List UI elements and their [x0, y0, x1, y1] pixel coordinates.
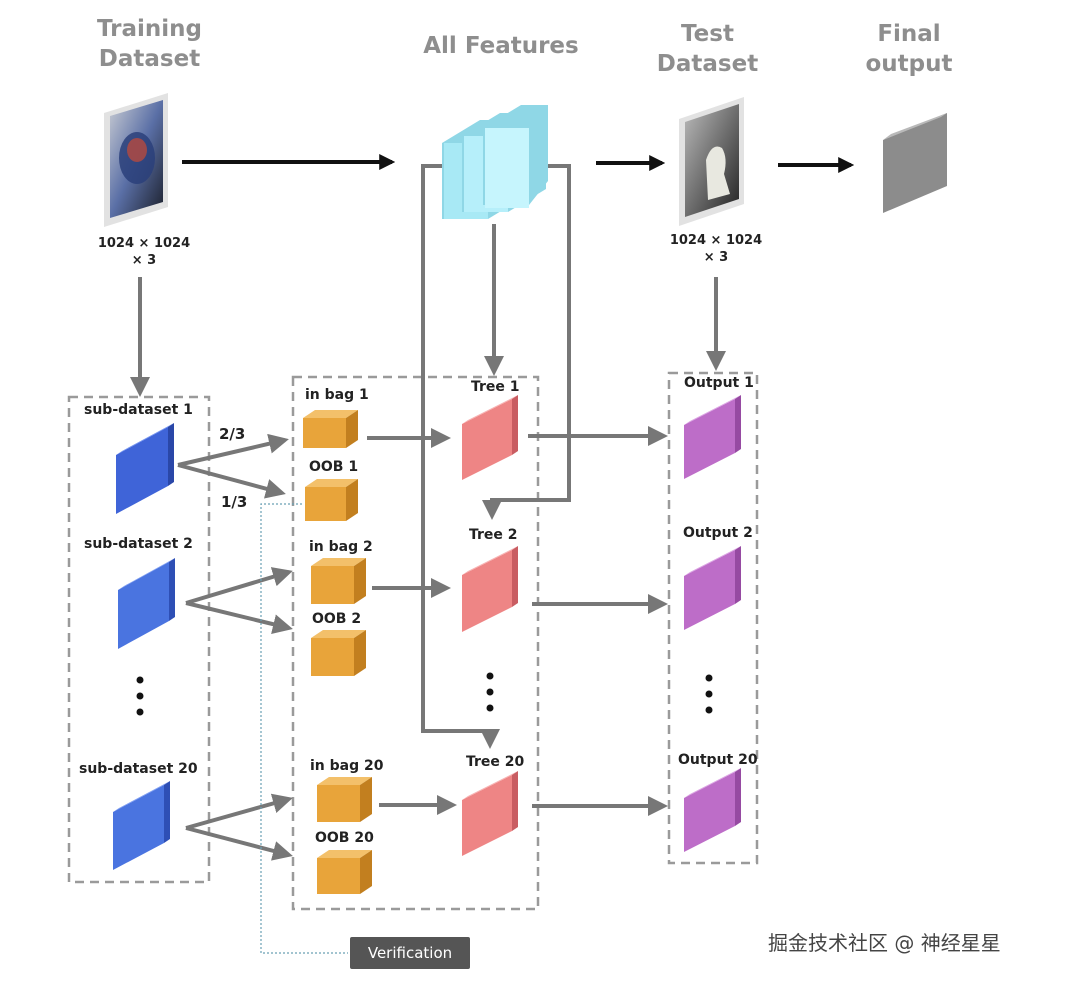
tree-label-2: Tree 2: [469, 527, 518, 543]
oob-label-2: OOB 2: [312, 611, 362, 627]
output-label-2: Output 2: [683, 525, 753, 541]
verification-label: Verification: [350, 937, 470, 969]
in-bag-box-20: [317, 777, 372, 822]
oob-box-20: [317, 850, 372, 894]
flow-arrows: [130, 164, 726, 861]
tree-label-1: Tree 1: [471, 379, 520, 395]
tree-block-20: [462, 771, 518, 856]
tree-block-1: [462, 395, 518, 480]
output-block-20: [684, 768, 741, 852]
tree-block-2: [462, 546, 518, 632]
in-bag-label-1: in bag 1: [305, 387, 369, 403]
in-bag-label-2: in bag 2: [309, 539, 373, 555]
header-final-output: Final output: [865, 21, 953, 77]
output-label-20: Output 20: [678, 752, 758, 768]
in-bag-label-20: in bag 20: [310, 758, 384, 774]
subdataset-label-2: sub-dataset 2: [84, 536, 193, 552]
subdataset-block-2: [118, 558, 175, 649]
header-test-dataset: Test Dataset: [656, 21, 759, 77]
header-training-dataset: Training Dataset: [96, 16, 202, 72]
final-output-block: [883, 113, 947, 213]
training-dimensions: 1024 × 1024 × 3: [97, 236, 191, 268]
subdataset-label-20: sub-dataset 20: [79, 761, 198, 777]
output-block-2: [684, 546, 741, 630]
oob-label-20: OOB 20: [315, 830, 374, 846]
tree-label-20: Tree 20: [466, 754, 525, 770]
bag-tree-group: [291, 375, 540, 911]
test-dimensions: 1024 × 1024 × 3: [669, 233, 763, 265]
ellipsis-dots-outputs: [705, 674, 713, 714]
oob-label-1: OOB 1: [309, 459, 359, 475]
in-bag-box-2: [311, 558, 366, 604]
subdataset-block-20: [113, 781, 170, 870]
training-dataset-image: [104, 93, 168, 227]
header-all-features: All Features: [423, 33, 579, 59]
all-features-stack: [442, 105, 548, 219]
watermark: 掘金技术社区 @ 神经星星: [768, 931, 1001, 955]
verification-dotted-line: [260, 503, 348, 954]
ellipsis-dots-trees: [486, 672, 494, 712]
oob-fraction: 1/3: [221, 493, 248, 511]
in-bag-box-1: [303, 410, 358, 448]
test-dataset-image: [679, 97, 744, 226]
subdataset-group: [67, 395, 211, 884]
subdataset-label-1: sub-dataset 1: [84, 402, 193, 418]
subdataset-block-1: [116, 423, 174, 514]
output-group: [667, 371, 759, 865]
ellipsis-dots-subdatasets: [136, 676, 144, 716]
output-label-1: Output 1: [684, 375, 754, 391]
output-block-1: [684, 395, 741, 479]
oob-box-2: [311, 630, 366, 676]
oob-box-1: [305, 479, 358, 521]
in-bag-fraction: 2/3: [219, 425, 246, 443]
